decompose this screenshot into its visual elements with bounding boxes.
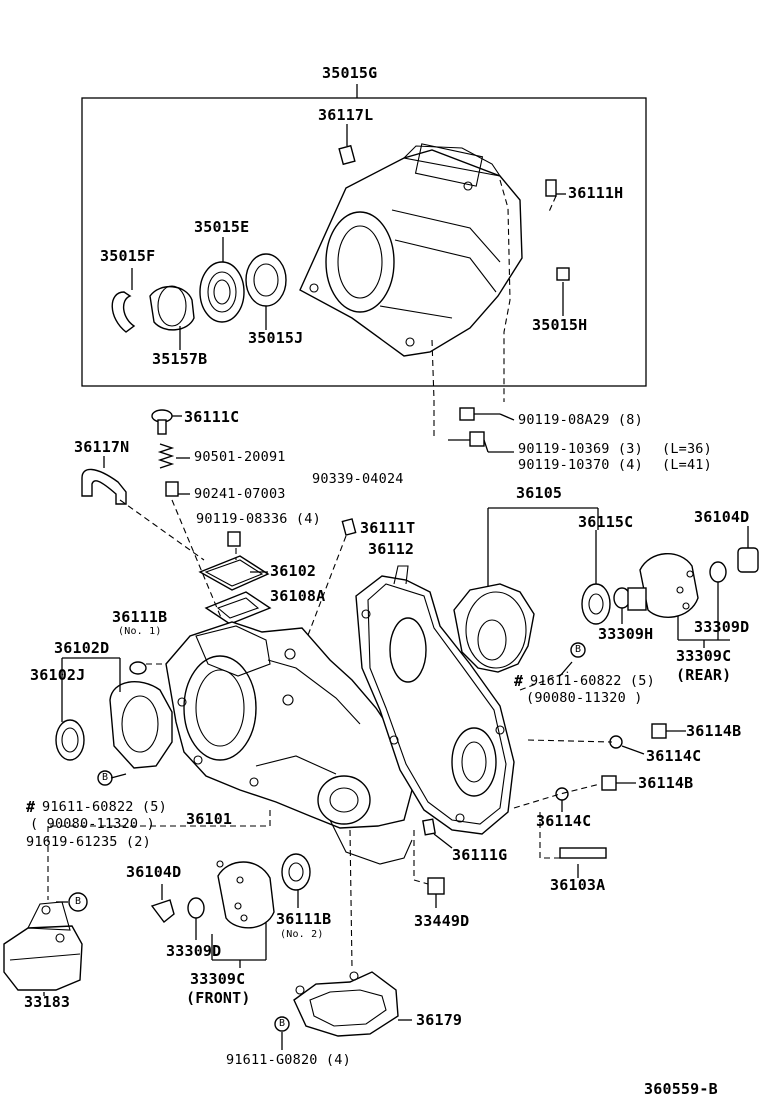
bubble-b-mount: B (75, 896, 82, 907)
rear-cover-36102D-drawing (55, 657, 173, 786)
label-35015E: 35015E (194, 218, 250, 236)
label-91611-G0820: 91611-G0820 (4) (226, 1052, 351, 1068)
bubble-b-left: B (102, 772, 109, 783)
label-36102D: 36102D (54, 639, 110, 657)
label-33183: 33183 (24, 993, 71, 1011)
label-36111H: 36111H (568, 184, 624, 202)
label-360559-B: 360559-B (644, 1080, 718, 1098)
label-length-41: (L=41) (662, 457, 712, 473)
label-36117L: 36117L (318, 106, 374, 124)
label-90119-10370: 90119-10370 (4) (518, 457, 643, 473)
label-rear: (REAR) (676, 666, 732, 684)
label-33309D-left: 33309D (166, 942, 222, 960)
label-33309H: 33309H (598, 625, 654, 643)
label-36104D-left: 36104D (126, 863, 182, 881)
skid-plate-36179-drawing (274, 971, 412, 1050)
label-35015G: 35015G (322, 64, 378, 82)
label-91611-60822-left: 91611-60822 (5) (42, 799, 167, 815)
rear-adapter-36105-drawing (453, 507, 599, 673)
extension-housing-drawing (299, 143, 523, 357)
label-36108A: 36108A (270, 587, 326, 605)
label-36101: 36101 (186, 810, 233, 828)
label-36102: 36102 (270, 562, 317, 580)
label-33309D-right: 33309D (694, 618, 750, 636)
label-no1: (No. 1) (118, 626, 162, 637)
label-90119-08336: 90119-08336 (4) (196, 511, 321, 527)
bubble-b-bottom: B (279, 1018, 286, 1029)
label-length-36: (L=36) (662, 441, 712, 457)
label-36111G: 36111G (452, 846, 508, 864)
label-90241-07003: 90241-07003 (194, 486, 286, 502)
label-90080-11320-left: ( 90080-11320 ) (30, 816, 155, 832)
label-36114C-upper: 36114C (646, 747, 702, 765)
label-33309C-rear: 33309C (676, 647, 732, 665)
kit-box-35015G (81, 84, 647, 387)
label-36179: 36179 (416, 1011, 463, 1029)
label-35015J: 35015J (248, 329, 304, 347)
label-36115C: 36115C (578, 513, 634, 531)
label-36114C-lower: 36114C (536, 812, 592, 830)
label-36117N: 36117N (74, 438, 130, 456)
label-90119-10369: 90119-10369 (3) (518, 441, 643, 457)
rear-flange-group-drawing (581, 526, 759, 648)
bearing-snap-ring-drawing (111, 253, 287, 333)
leader-lines-top (131, 124, 566, 350)
label-35015H: 35015H (532, 316, 588, 334)
label-90080-11320-right: (90080-11320 ) (526, 690, 643, 706)
small-pins-drawing (338, 144, 570, 281)
hash-mark-left: # (26, 798, 36, 816)
label-90501-20091: 90501-20091 (194, 449, 286, 465)
label-36104D-right: 36104D (694, 508, 750, 526)
hash-mark-right: # (514, 672, 524, 690)
label-90339-04024: 90339-04024 (312, 471, 404, 487)
label-36114B-lower: 36114B (638, 774, 694, 792)
label-front: (FRONT) (186, 989, 251, 1007)
top-cover-drawing (81, 409, 357, 657)
label-36105: 36105 (516, 484, 563, 502)
label-36111C: 36111C (184, 408, 240, 426)
label-36111T: 36111T (360, 519, 416, 537)
label-36102J: 36102J (30, 666, 86, 684)
label-35015F: 35015F (100, 247, 156, 265)
label-36112: 36112 (368, 540, 415, 558)
label-91619-61235: 91619-61235 (2) (26, 834, 151, 850)
label-35157B: 35157B (152, 350, 208, 368)
label-36114B-upper: 36114B (686, 722, 742, 740)
bottom-parts-drawing (47, 810, 453, 969)
label-36111B-no2: 36111B (276, 910, 332, 928)
bubble-b-right: B (575, 644, 582, 655)
label-36111B-no1: 36111B (112, 608, 168, 626)
label-no2: (No. 2) (280, 929, 324, 940)
right-bolts-drawing (513, 642, 686, 878)
label-90119-08A29: 90119-08A29 (8) (518, 412, 643, 428)
label-36103A: 36103A (550, 876, 606, 894)
transfer-case-36101-drawing (129, 621, 413, 865)
label-33449D: 33449D (414, 912, 470, 930)
front-cover-36112-drawing (355, 565, 515, 835)
bolts-90119-drawing (431, 179, 515, 453)
mount-33183-drawing (3, 892, 88, 996)
label-91611-60822-right: 91611-60822 (5) (530, 673, 655, 689)
label-33309C-front: 33309C (190, 970, 246, 988)
